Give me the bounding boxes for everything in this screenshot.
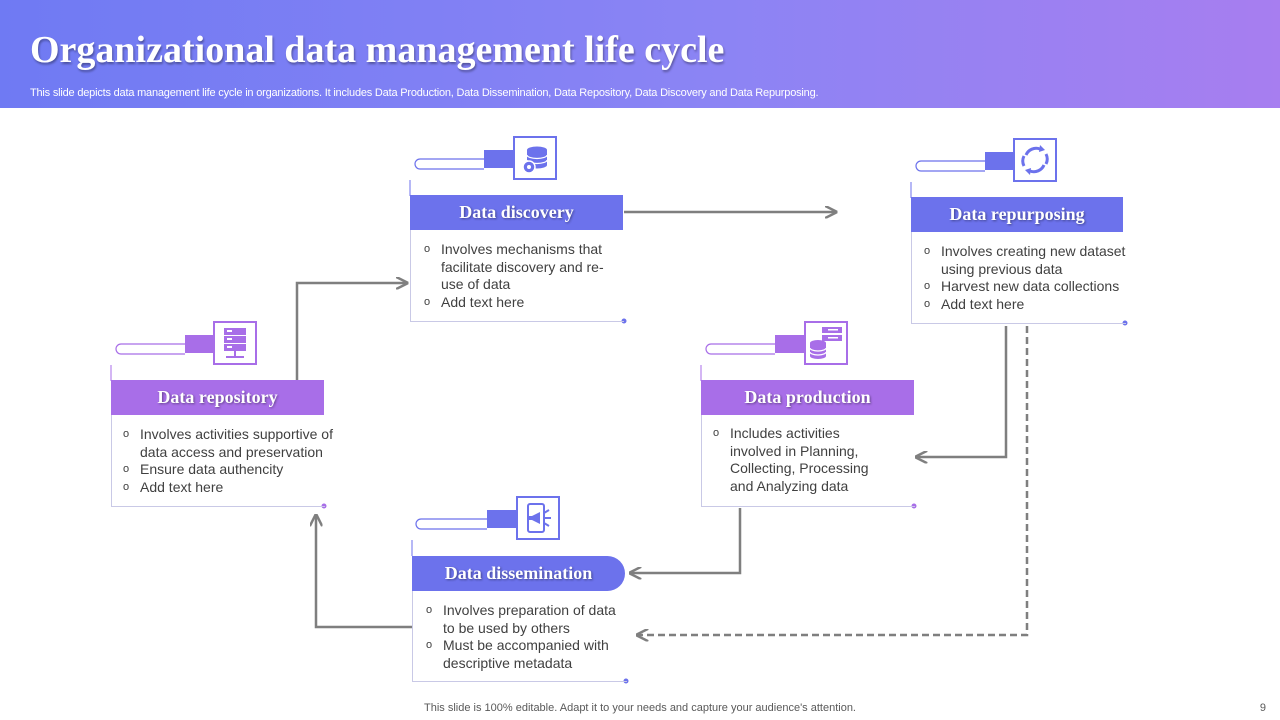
slide-subtitle: This slide depicts data management life … <box>30 87 819 99</box>
card-title: Data repository <box>111 380 324 415</box>
arrow-repurposing-to-dissemination-dashed <box>637 326 1029 635</box>
arrow-repurposing-to-production <box>916 326 1008 457</box>
footer-note: This slide is 100% editable. Adapt it to… <box>424 702 856 714</box>
database-server-icon <box>804 321 848 365</box>
card-title: Data production <box>701 380 914 415</box>
card-body: Includes activities involved in Planning… <box>701 415 915 507</box>
card-body: Involves creating new dataset using prev… <box>911 232 1126 324</box>
bullet-item: Involves mechanisms that facilitate disc… <box>422 241 622 294</box>
card-body: Involves preparation of data to be used … <box>412 591 627 682</box>
arrow-production-to-dissemination <box>630 508 742 573</box>
connector-discovery <box>409 150 513 196</box>
card-body: Involves mechanisms that facilitate disc… <box>410 230 624 322</box>
mobile-megaphone-icon <box>516 496 560 540</box>
card-title: Data repurposing <box>911 197 1123 232</box>
server-icon <box>213 321 257 365</box>
bullet-item: Involves preparation of data to be used … <box>424 602 624 637</box>
header-banner: Organizational data management life cycl… <box>0 0 1280 108</box>
card-title: Data discovery <box>410 195 623 230</box>
card-body: Involves activities supportive of data a… <box>111 415 333 507</box>
bullet-item: Harvest new data collections <box>922 278 1132 296</box>
bullet-item: Involves creating new dataset using prev… <box>922 243 1132 278</box>
bullet-item: Must be accompanied with descriptive met… <box>424 637 624 672</box>
connector-repurposing <box>910 152 1014 198</box>
connector-dissemination <box>411 510 516 556</box>
connector-production <box>700 335 804 381</box>
bullet-item: Add text here <box>922 296 1132 314</box>
database-gear-icon <box>513 136 557 180</box>
bullet-item: Add text here <box>422 294 622 312</box>
connector-repository <box>110 335 214 381</box>
arrow-repository-to-discovery <box>295 283 407 380</box>
arrow-dissemination-to-repository <box>316 515 412 629</box>
page-number: 9 <box>1259 702 1266 714</box>
bullet-item: Includes activities involved in Planning… <box>711 425 891 495</box>
slide-title: Organizational data management life cycl… <box>30 29 725 71</box>
bullet-item: Ensure data authencity <box>121 461 343 479</box>
bullet-item: Add text here <box>121 479 343 497</box>
bullet-item: Involves activities supportive of data a… <box>121 426 343 461</box>
card-title: Data dissemination <box>412 556 625 591</box>
cycle-arrows-icon <box>1013 138 1057 182</box>
